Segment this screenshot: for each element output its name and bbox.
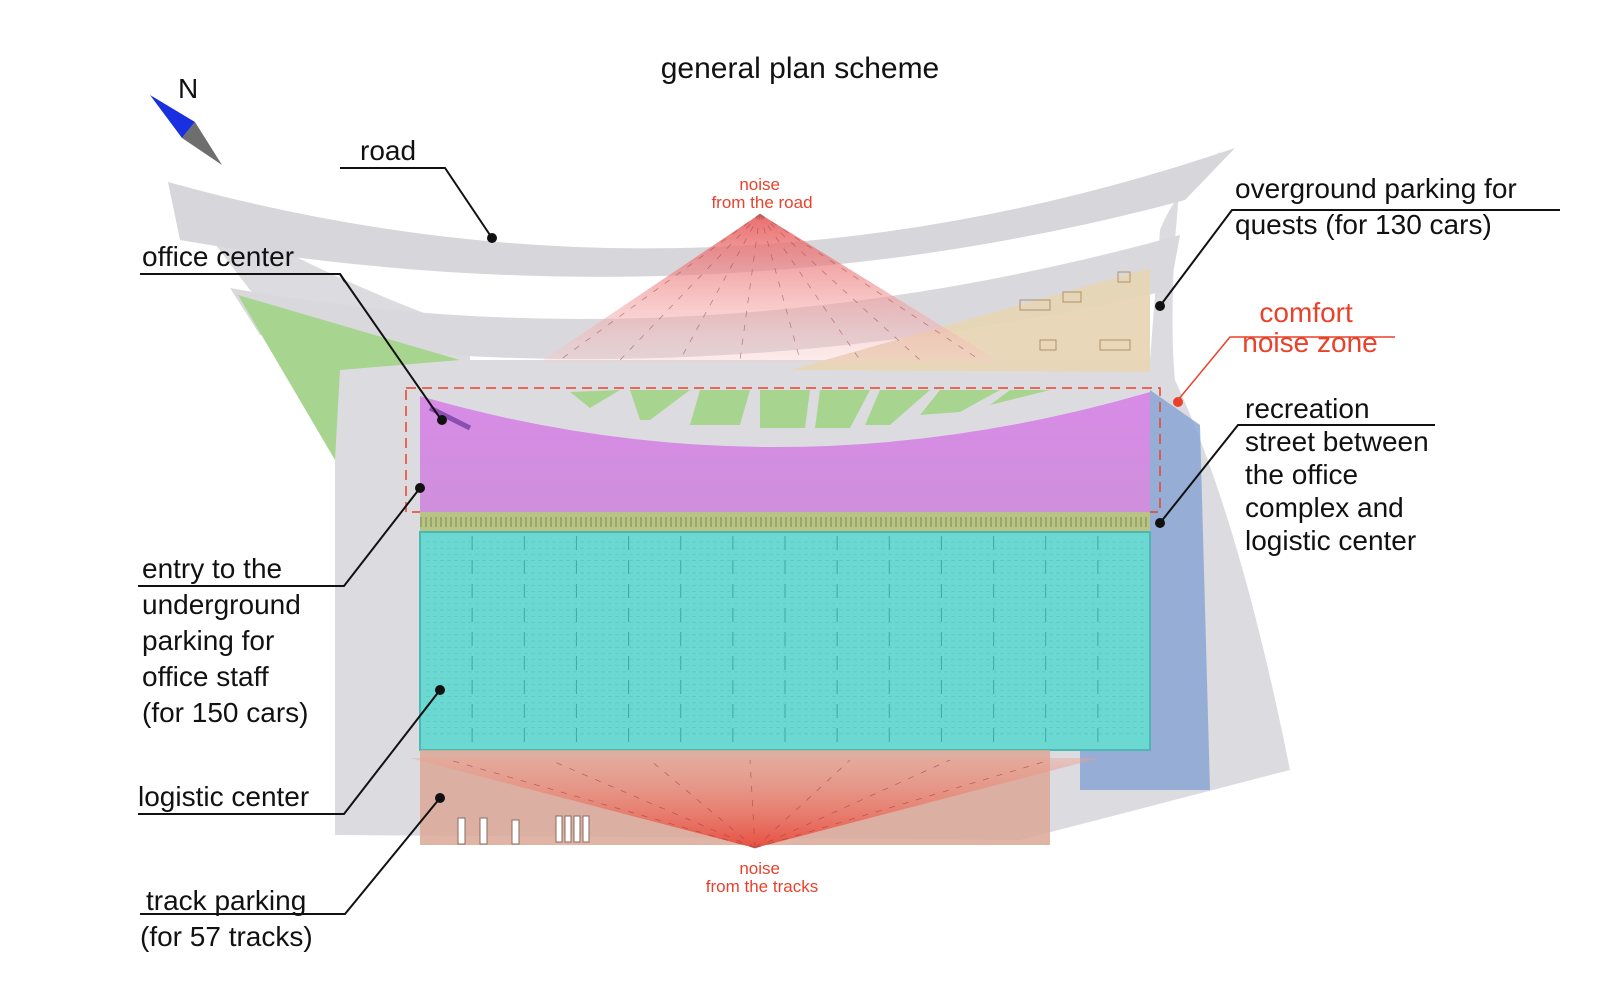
leader-dots [415,233,1165,803]
truck-marks [457,815,590,845]
green-area-left [238,295,460,460]
road [168,148,1235,277]
parking-car-marks [1019,271,1131,351]
recreation-street-label: recreation street between the office com… [1245,393,1436,556]
logistic-grid [426,536,1144,746]
noise-rays-tracks [449,759,1051,849]
office-center-label: office center [142,241,294,272]
office-center [420,392,1150,512]
north-arrow-icon [150,95,222,165]
overground-parking-label: overground parking for quests (for 130 c… [1235,173,1525,240]
comfort-zone-dot [1173,397,1183,407]
logistic-center-label: logistic center [138,781,309,812]
leader-lines [138,167,1560,915]
noise-rays-road [559,213,981,361]
green-islands [570,390,1050,428]
road-label: road [360,135,416,166]
office-entry-ramp [428,405,472,431]
noise-cone-road [540,214,1000,362]
noise-road-label: noise from the road [711,175,812,212]
noise-tracks-label: noise from the tracks [706,859,818,896]
comfort-zone-leader [1177,336,1395,401]
building-shadow [1080,390,1210,790]
entry-underground-label: entry to the underground parking for off… [142,553,309,728]
track-parking-label: track parking (for 57 tracks) [140,885,314,952]
comfort-noise-zone-label: comfort noise zone [1242,297,1377,358]
diagram-title: general plan scheme [661,52,940,85]
north-label: N [178,73,198,104]
noise-cone-tracks [410,758,1100,848]
